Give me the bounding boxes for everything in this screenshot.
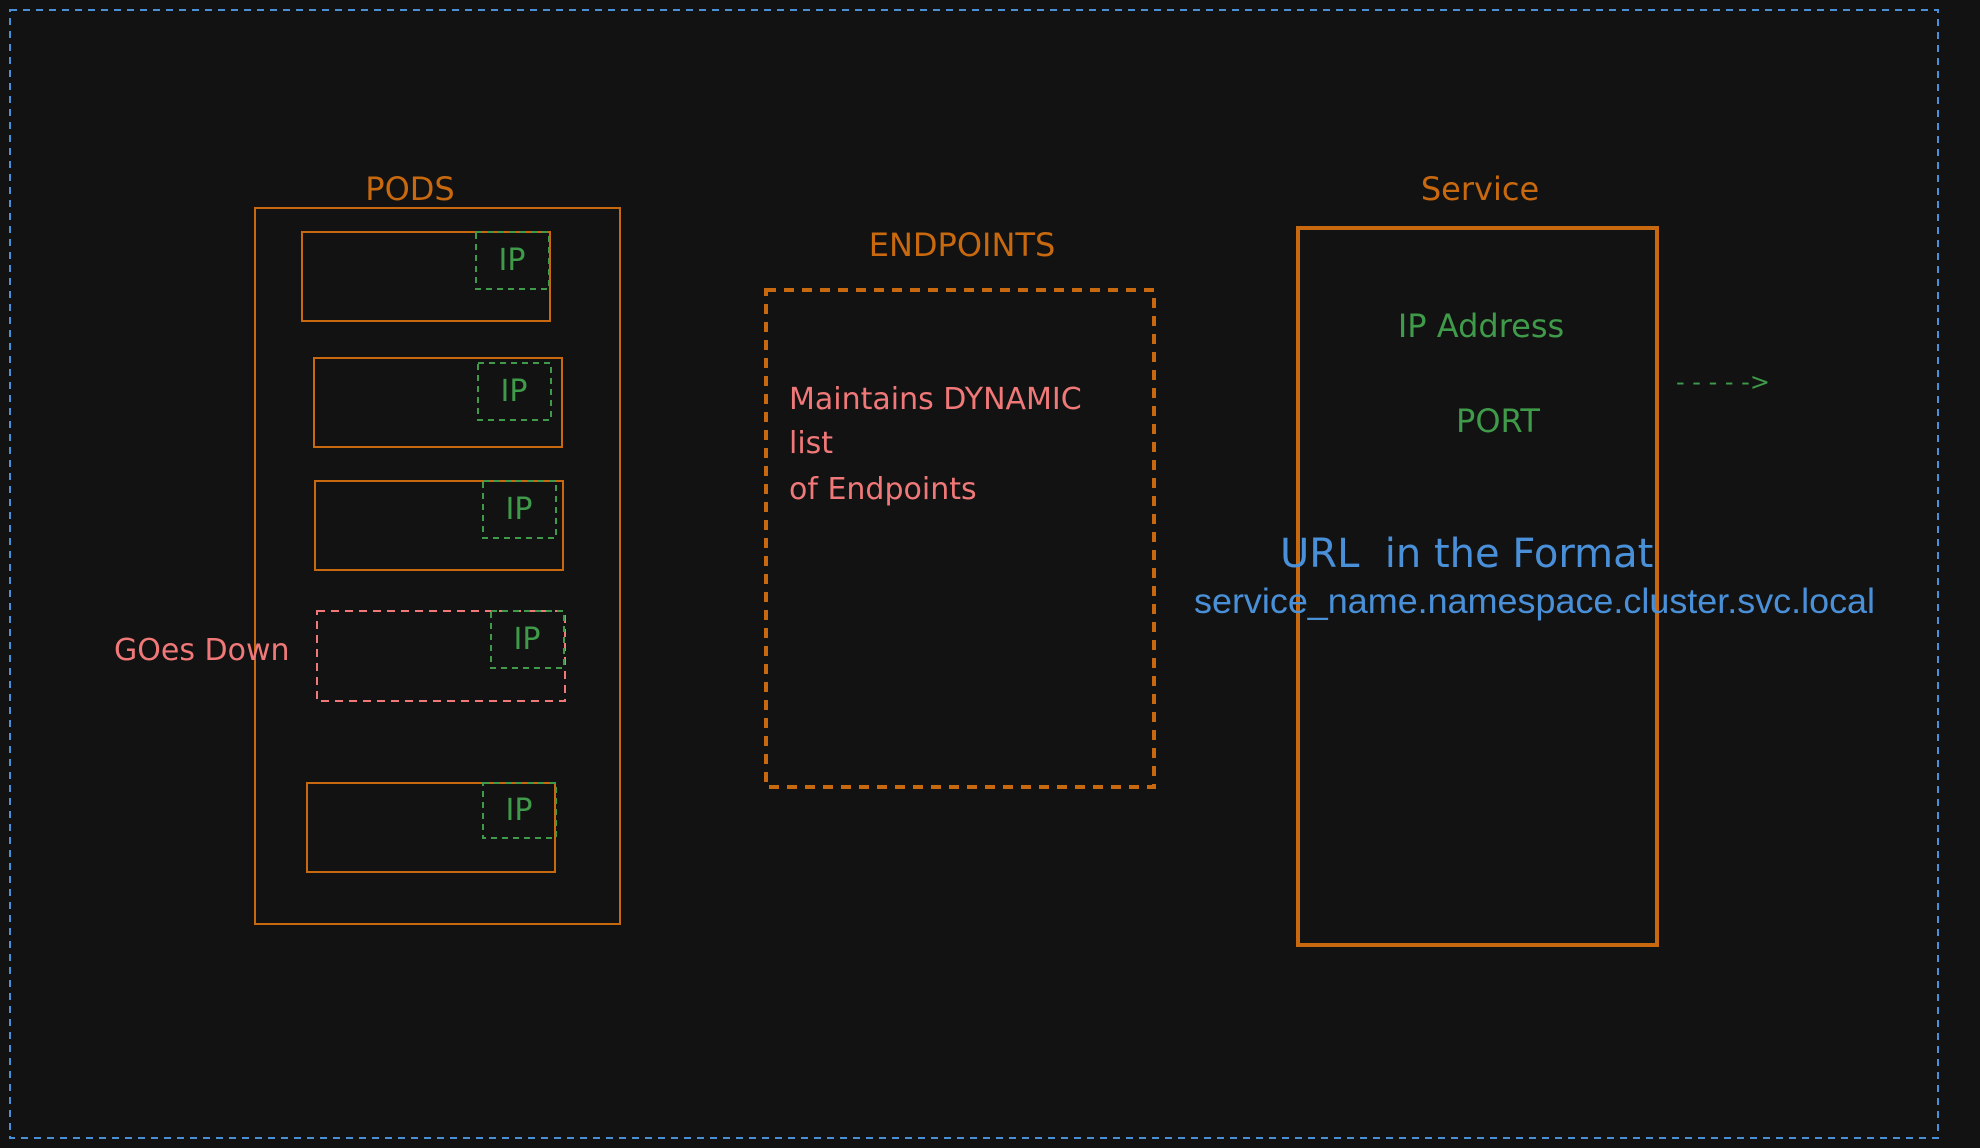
pod-box: [301, 231, 551, 322]
pod-box-down: [316, 610, 566, 702]
outer-frame: [9, 9, 1939, 1139]
pod-down-label: GOes Down: [114, 633, 290, 668]
url-heading: URL in the Format: [1280, 531, 1653, 577]
pods-title: PODS: [365, 170, 454, 208]
pod-box: [314, 480, 564, 571]
endpoints-box: [764, 288, 1156, 789]
service-arrow: - - - - ->: [1676, 368, 1770, 396]
pod-ip-box: [482, 782, 557, 839]
pod-box: [313, 357, 563, 448]
pod-ip-label: IP: [506, 793, 533, 828]
endpoints-text-line: of Endpoints: [789, 472, 977, 507]
pod-ip-box: [490, 610, 565, 669]
pods-container: [254, 207, 621, 925]
service-ip-address: IP Address: [1398, 307, 1564, 345]
pod-ip-box: [482, 480, 557, 539]
pod-ip-label: IP: [501, 374, 528, 409]
service-port: PORT: [1456, 402, 1540, 440]
service-title: Service: [1421, 170, 1539, 208]
pod-ip-box: [475, 231, 550, 290]
pod-ip-label: IP: [514, 622, 541, 657]
service-box: [1296, 226, 1659, 947]
endpoints-text-line: Maintains DYNAMIC: [789, 382, 1082, 417]
endpoints-title: ENDPOINTS: [869, 226, 1056, 264]
endpoints-text-line: list: [789, 426, 833, 461]
pod-ip-label: IP: [499, 243, 526, 278]
pod-ip-label: IP: [506, 492, 533, 527]
pod-box: [306, 782, 556, 873]
pod-ip-box: [477, 362, 552, 421]
url-format: service_name.namespace.cluster.svc.local: [1194, 582, 1875, 621]
